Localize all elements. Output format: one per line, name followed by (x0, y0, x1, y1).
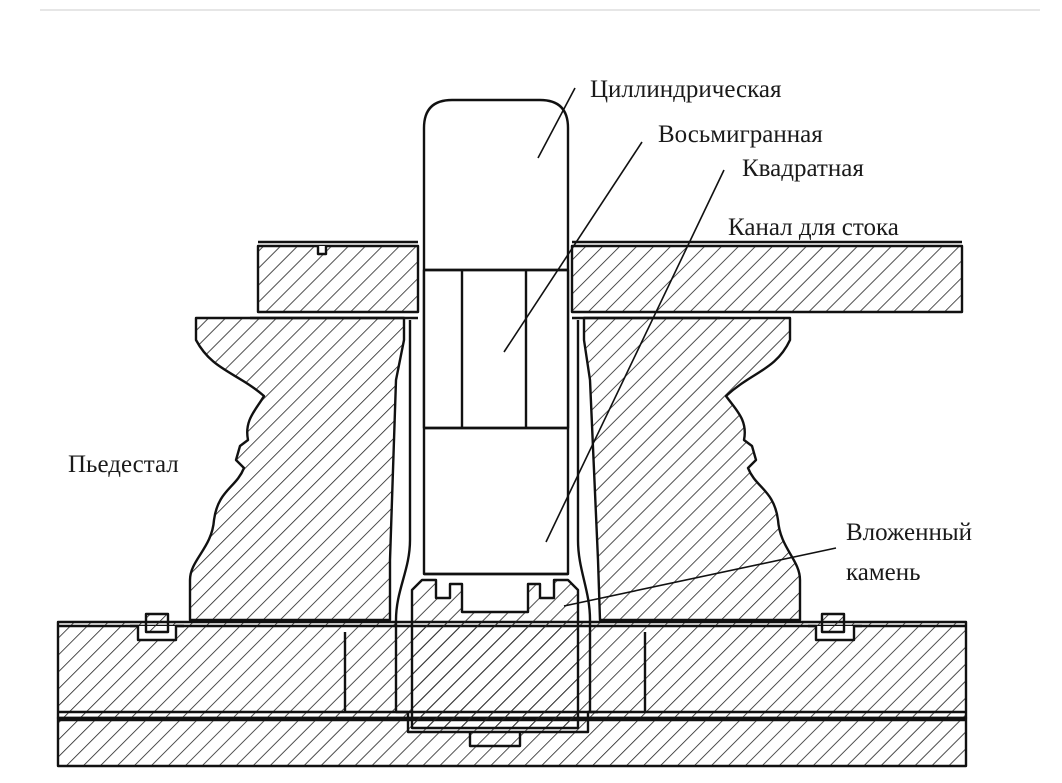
label-drain-channel: Канал для стока (728, 214, 899, 241)
pedestal-right (582, 316, 802, 622)
drain-plate (250, 240, 964, 320)
inset-stone (410, 578, 580, 730)
pedestal-left (188, 316, 406, 622)
leader-square (545, 169, 725, 543)
inset-stone-bottom-notch (468, 732, 522, 748)
pivot-shaft (422, 98, 570, 576)
label-inset-stone-line1: Вложенный (846, 519, 972, 546)
leader-octagonal (503, 141, 643, 353)
label-pedestal: Пьедестал (68, 451, 179, 478)
label-octagonal: Восьмигранная (658, 121, 823, 148)
label-cylindrical: Циллиндрическая (590, 76, 782, 103)
bore-outline-right (576, 320, 592, 712)
label-square: Квадратная (742, 155, 864, 182)
bore-outline-left (394, 320, 598, 734)
leader-inset-stone (563, 547, 837, 607)
leader-cylindrical (537, 87, 576, 159)
label-inset-stone-line2: камень (846, 559, 921, 586)
left-key (130, 612, 184, 642)
right-key (808, 612, 862, 642)
